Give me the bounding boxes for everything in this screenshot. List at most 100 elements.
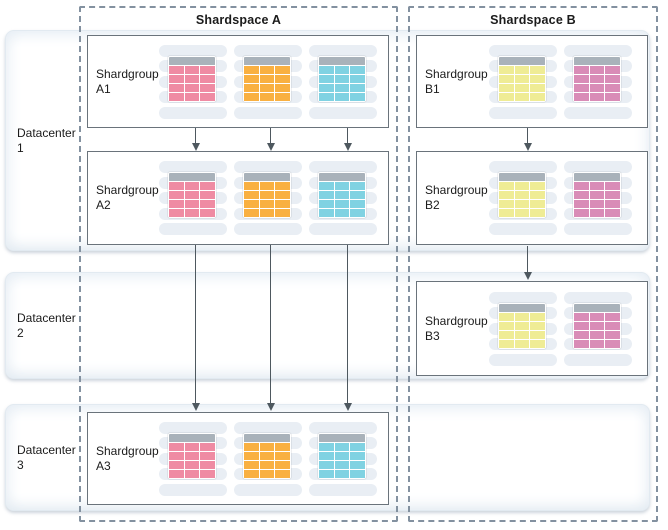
sharded-table-icon: [498, 302, 546, 349]
table-cell: [334, 191, 350, 199]
table-cell: [184, 182, 200, 190]
table-cell: [259, 74, 275, 83]
table-cell: [530, 200, 545, 208]
table-cell: [275, 469, 290, 478]
table-header-cell: [499, 56, 545, 65]
table-cell: [334, 442, 350, 451]
table-cell: [200, 200, 215, 208]
sharded-table-icon: [168, 172, 216, 218]
stack-bar: [489, 353, 557, 366]
stack-bar: [234, 106, 302, 119]
database-stack-icon: [234, 44, 302, 119]
table-cell: [169, 65, 184, 74]
table-cell: [605, 182, 620, 190]
shardgroup-a2-label-line1: Shardgroup: [96, 183, 159, 197]
table-cell: [275, 92, 290, 101]
table-cell: [514, 330, 530, 339]
shardgroup-b3-label-line2: B3: [425, 328, 440, 343]
table-cell: [184, 209, 200, 217]
sharded-table-icon: [573, 55, 621, 102]
stack-bar: [309, 223, 377, 235]
sharded-table-icon: [168, 432, 216, 479]
sharded-table-icon: [318, 55, 366, 102]
database-stack-icon: [159, 44, 227, 119]
table-cell: [184, 191, 200, 199]
table-cell: [259, 200, 275, 208]
table-cell: [574, 65, 589, 74]
table-cell: [589, 312, 605, 321]
datacenter-2-label-line1: Datacenter: [17, 310, 76, 325]
sharded-table-icon: [168, 55, 216, 102]
table-cell: [275, 460, 290, 469]
table-cell: [259, 209, 275, 217]
table-cell: [259, 65, 275, 74]
arrowhead-a1-a2-2-icon: [267, 143, 275, 151]
table-cell: [574, 74, 589, 83]
table-cell: [530, 330, 545, 339]
table-header-cell: [574, 173, 620, 181]
stack-bar: [159, 223, 227, 235]
table-cell: [574, 321, 589, 330]
stack-bar: [309, 44, 377, 57]
table-cell: [530, 312, 545, 321]
datacenter-3-label-line2: 3: [17, 457, 24, 472]
database-stack-icon: [564, 44, 632, 119]
sharded-table-icon: [573, 302, 621, 349]
datacenter-3-label-line1: Datacenter: [17, 442, 76, 457]
table-cell: [499, 200, 514, 208]
stack-bar: [489, 223, 557, 235]
arrowhead-b1-b2-icon: [524, 143, 532, 151]
stack-bar: [234, 44, 302, 57]
datacenter-1-label-line1: Datacenter: [17, 125, 76, 140]
stack-bar: [159, 483, 227, 496]
stack-bar: [564, 353, 632, 366]
database-stack-icon: [234, 161, 302, 235]
stack-bar: [309, 106, 377, 119]
stack-bar: [564, 223, 632, 235]
arrowhead-a2-a3-2-icon: [267, 403, 275, 411]
stack-bar: [564, 44, 632, 57]
table-cell: [319, 209, 334, 217]
table-cell: [244, 191, 259, 199]
table-cell: [334, 469, 350, 478]
table-cell: [275, 182, 290, 190]
table-cell: [200, 469, 215, 478]
sharded-table-icon: [498, 172, 546, 218]
table-cell: [530, 191, 545, 199]
database-stack-icon: [309, 161, 377, 235]
table-cell: [589, 209, 605, 217]
table-cell: [319, 83, 334, 92]
table-header-cell: [244, 56, 290, 65]
table-cell: [275, 200, 290, 208]
table-cell: [589, 65, 605, 74]
table-cell: [259, 92, 275, 101]
sharded-table-icon: [318, 172, 366, 218]
table-cell: [259, 442, 275, 451]
stack-bar: [489, 161, 557, 173]
shardspace-b-title: Shardspace B: [490, 13, 576, 27]
table-cell: [350, 74, 365, 83]
table-cell: [499, 191, 514, 199]
table-cell: [200, 83, 215, 92]
table-cell: [334, 460, 350, 469]
table-cell: [499, 182, 514, 190]
table-cell: [184, 83, 200, 92]
table-cell: [244, 442, 259, 451]
table-cell: [244, 209, 259, 217]
shardgroup-a1-databases: [159, 44, 377, 119]
table-cell: [275, 442, 290, 451]
table-cell: [350, 65, 365, 74]
table-header-cell: [169, 433, 215, 442]
shardgroup-b3-label-line1: Shardgroup: [425, 313, 488, 328]
table-cell: [184, 65, 200, 74]
table-cell: [499, 339, 514, 348]
table-cell: [574, 209, 589, 217]
